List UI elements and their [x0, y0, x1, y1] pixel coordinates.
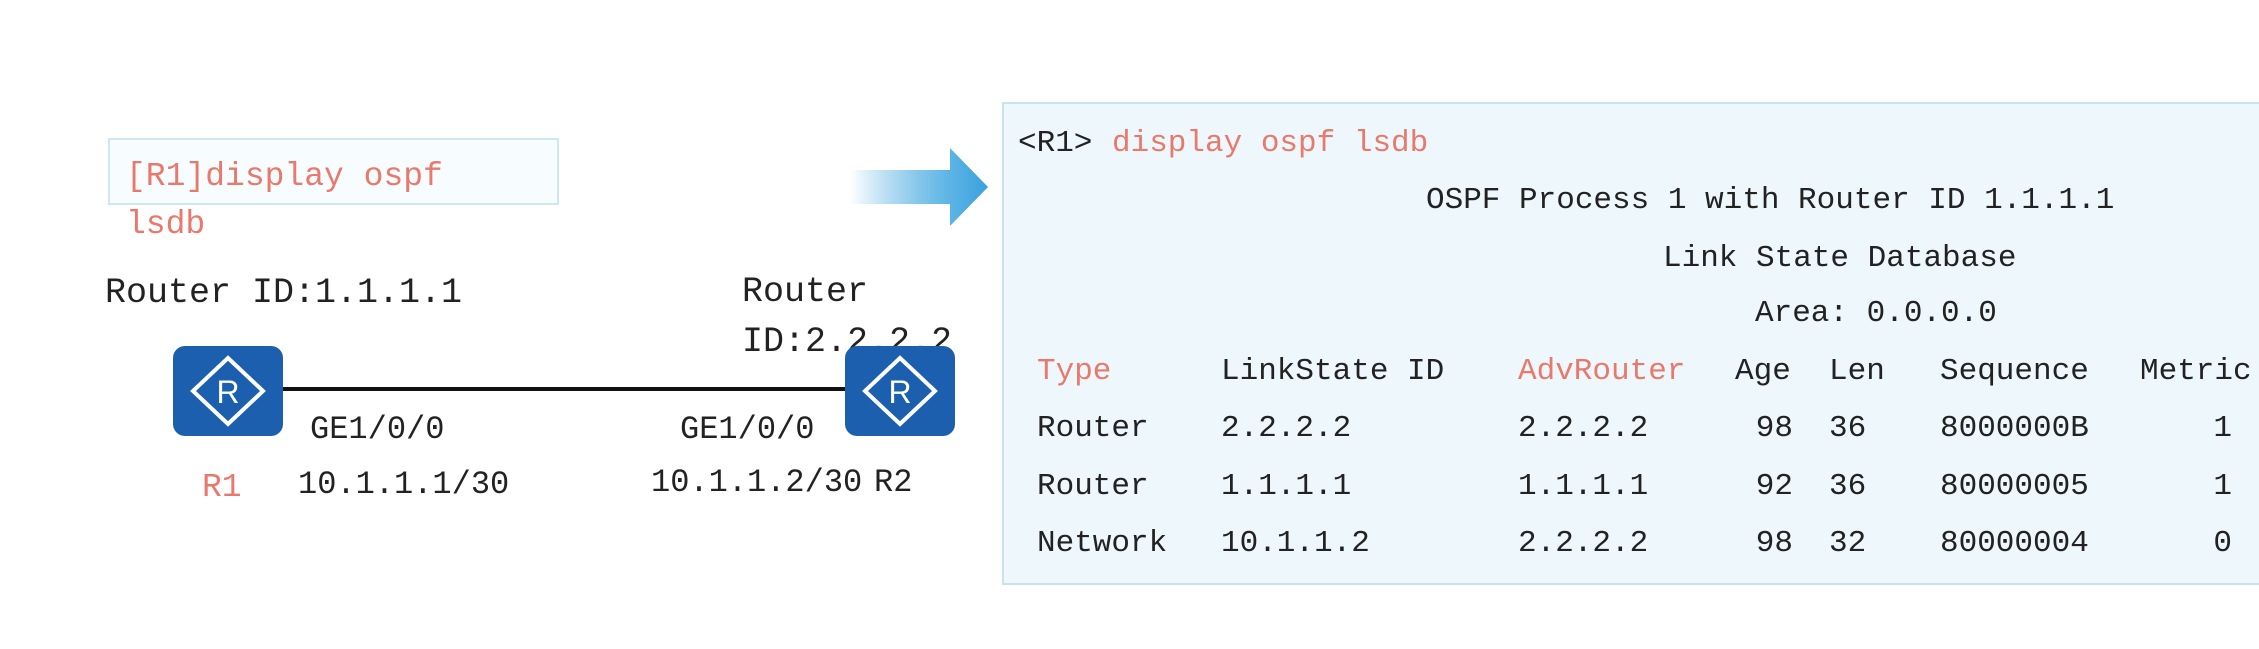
lsdb-cell-metric: 0: [2213, 526, 2232, 561]
svg-text:R: R: [216, 374, 239, 410]
router-icon: R: [190, 355, 266, 427]
header-age: Age: [1735, 354, 1791, 389]
lsdb-cell-len: 36: [1829, 411, 1867, 446]
router-r1[interactable]: R: [173, 346, 283, 436]
router-r2[interactable]: R: [845, 346, 955, 436]
header-metric: Metric: [2140, 354, 2252, 389]
header-advrouter: AdvRouter: [1518, 354, 1686, 389]
r2-ip: 10.1.1.2/30: [651, 464, 863, 501]
lsdb-cell-age: 92: [1755, 469, 1793, 504]
lsdb-cell-age: 98: [1755, 526, 1793, 561]
lsdb-cell-sequence: 80000004: [1940, 526, 2089, 561]
lsdb-cell-type: Network: [1037, 526, 1168, 561]
r1-ip: 10.1.1.1/30: [298, 466, 510, 503]
lsdb-cell-linkstate-id: 2.2.2.2: [1221, 411, 1352, 446]
lsdb-cell-sequence: 80000005: [1940, 469, 2089, 504]
router-icon: R: [862, 355, 938, 427]
command-text-cont: lsdb: [126, 206, 206, 243]
output-command: display ospf lsdb: [1112, 126, 1429, 161]
lsdb-cell-metric: 1: [2213, 469, 2232, 504]
lsdb-cell-len: 36: [1829, 469, 1867, 504]
lsdb-cell-metric: 1: [2213, 411, 2232, 446]
r1-router-id: Router ID:1.1.1.1: [105, 273, 463, 313]
r1-interface: GE1/0/0: [310, 411, 445, 448]
lsdb-cell-sequence: 8000000B: [1940, 411, 2089, 446]
command-box: [108, 138, 559, 205]
lsdb-cell-advrouter: 2.2.2.2: [1518, 526, 1649, 561]
output-prompt: <R1>: [1018, 126, 1093, 161]
r1-name: R1: [202, 469, 242, 506]
command-text: [R1]display ospf: [126, 158, 443, 195]
link-line: [282, 387, 845, 391]
lsdb-cell-type: Router: [1037, 469, 1149, 504]
area-line: Area: 0.0.0.0: [1755, 296, 1997, 331]
svg-text:R: R: [888, 374, 911, 410]
lsdb-cell-len: 32: [1829, 526, 1867, 561]
lsdb-cell-advrouter: 2.2.2.2: [1518, 411, 1649, 446]
r2-name: R2: [874, 464, 913, 501]
lsdb-cell-advrouter: 1.1.1.1: [1518, 469, 1649, 504]
lsdb-output-panel: [1002, 102, 2259, 585]
lsdb-cell-linkstate-id: 1.1.1.1: [1221, 469, 1352, 504]
arrow-right-icon: [850, 148, 988, 226]
header-sequence: Sequence: [1940, 354, 2089, 389]
r2-router-id-label: Router: [742, 272, 869, 312]
db-title: Link State Database: [1663, 241, 2017, 276]
lsdb-cell-age: 98: [1755, 411, 1793, 446]
header-len: Len: [1829, 354, 1885, 389]
header-linkstate-id: LinkState ID: [1221, 354, 1445, 389]
lsdb-cell-type: Router: [1037, 411, 1149, 446]
header-type: Type: [1037, 354, 1112, 389]
process-line: OSPF Process 1 with Router ID 1.1.1.1: [1426, 183, 2115, 218]
r2-interface: GE1/0/0: [680, 411, 815, 448]
lsdb-cell-linkstate-id: 10.1.1.2: [1221, 526, 1370, 561]
